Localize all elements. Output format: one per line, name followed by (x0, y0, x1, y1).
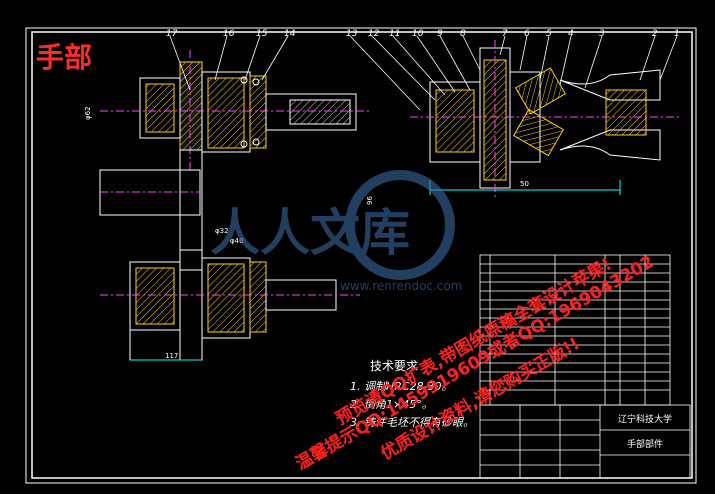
shaft-body (99, 149, 203, 271)
part-number: 10 (412, 29, 424, 39)
school-name: 辽宁科技大学 (618, 413, 672, 425)
part-number: 17 (166, 29, 178, 39)
dimension-labels: φ62 φ32 φ40 96 117 50 (84, 106, 529, 360)
part-number: 8 (460, 29, 466, 39)
watermark-site: www.renrendoc.com (340, 279, 462, 293)
dimension: 50 (520, 180, 529, 188)
dimension: 117 (165, 352, 178, 360)
part-number: 9 (437, 29, 443, 39)
part-number: 13 (346, 29, 358, 39)
right-assembly (410, 40, 680, 200)
part-number: 16 (223, 29, 235, 39)
drawing-label: 手部 (36, 41, 93, 74)
tech-req-item: 1. 调制HRC28-30。 (350, 380, 453, 393)
parts-list-table (479, 254, 671, 406)
part-number: 3 (599, 29, 605, 39)
part-number: 4 (568, 29, 574, 39)
part-number: 2 (652, 29, 658, 39)
dimension: φ62 (84, 106, 92, 120)
lower-left-assembly (100, 249, 360, 361)
part-number: 5 (546, 29, 552, 39)
part-number: 14 (284, 29, 296, 39)
watermark-logo: 人人文库 www.renrendoc.com (210, 170, 462, 293)
part-number: 6 (524, 29, 530, 39)
part-number: 11 (389, 29, 400, 39)
tech-req-item: 3. 铸件毛坯不得有砂眼。 (350, 416, 474, 429)
tech-req-title: 技术要求 (370, 359, 418, 373)
watermark-logo-text: 人人文库 (210, 204, 410, 262)
part-number: 12 (368, 29, 380, 39)
outer-frame (25, 27, 697, 484)
dimension: 96 (366, 196, 374, 205)
inner-frame (31, 31, 693, 479)
dimension: φ32 (215, 227, 229, 235)
part-number-labels: 17 16 15 14 13 12 11 10 9 8 7 6 5 4 3 2 … (166, 29, 680, 39)
part-number: 7 (502, 29, 508, 39)
part-number: 15 (256, 29, 268, 39)
upper-left-assembly (100, 50, 370, 170)
part-number: 1 (674, 29, 680, 39)
dimension: φ40 (230, 237, 244, 245)
tech-req-item: 2. 倒角1×45°。 (350, 398, 433, 411)
part-name: 手部部件 (627, 438, 663, 450)
leader-lines (169, 35, 678, 111)
title-block (479, 404, 691, 479)
